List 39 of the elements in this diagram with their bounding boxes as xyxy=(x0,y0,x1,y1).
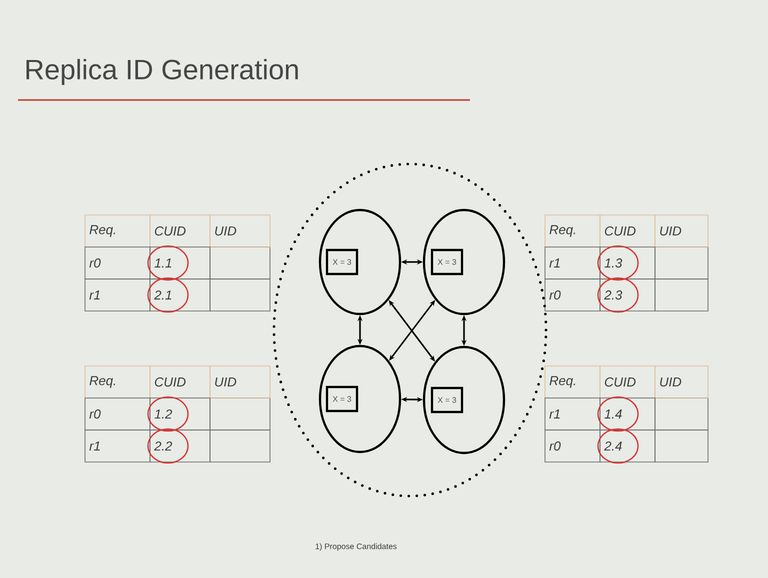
table-cell: Req. xyxy=(544,366,600,398)
table-cell: r1 xyxy=(544,398,600,430)
value-box: X = 3 xyxy=(430,248,464,276)
table-cell: 1.4 xyxy=(600,398,656,430)
table-cell: UID xyxy=(654,366,708,398)
replica-ellipse xyxy=(318,208,402,316)
table-cell: 1.1 xyxy=(150,246,210,280)
table-cell: CUID xyxy=(600,214,656,248)
table-cell: 2.4 xyxy=(600,430,656,462)
table-cell: r1 xyxy=(544,246,600,280)
table-cell: Req. xyxy=(544,214,600,248)
title: Replica ID Generation xyxy=(26,58,298,86)
table-cell: r0 xyxy=(544,430,600,462)
caption: 1) Propose Candidates xyxy=(316,543,397,551)
table-cell: 2.1 xyxy=(150,278,210,312)
table-cell: CUID xyxy=(600,366,656,398)
table-cell: CUID xyxy=(150,214,210,248)
table-cell: r0 xyxy=(544,278,600,312)
table-cell: 2.3 xyxy=(600,278,656,312)
table-cell: Req. xyxy=(84,214,150,248)
value-box: X = 3 xyxy=(326,386,358,412)
table-cell: CUID xyxy=(150,366,210,398)
table-cell: UID xyxy=(210,366,270,398)
replica-ellipse xyxy=(318,344,402,454)
value-box: X = 3 xyxy=(430,386,464,414)
table-cell: UID xyxy=(210,214,270,248)
table-cell: r0 xyxy=(84,398,150,430)
table-cell: r1 xyxy=(84,278,150,312)
value-box: X = 3 xyxy=(326,248,358,276)
table-cell: 1.3 xyxy=(600,246,656,280)
table-cell: r0 xyxy=(84,246,150,280)
table-cell: 2.2 xyxy=(150,430,210,462)
replica-ellipse xyxy=(422,346,506,454)
dotted-circle xyxy=(272,162,548,498)
table-cell: 1.2 xyxy=(150,398,210,430)
table-cell: UID xyxy=(654,214,708,248)
table-cell: r1 xyxy=(84,430,150,462)
replica-ellipse xyxy=(422,208,506,316)
table-cell: Req. xyxy=(84,366,150,398)
